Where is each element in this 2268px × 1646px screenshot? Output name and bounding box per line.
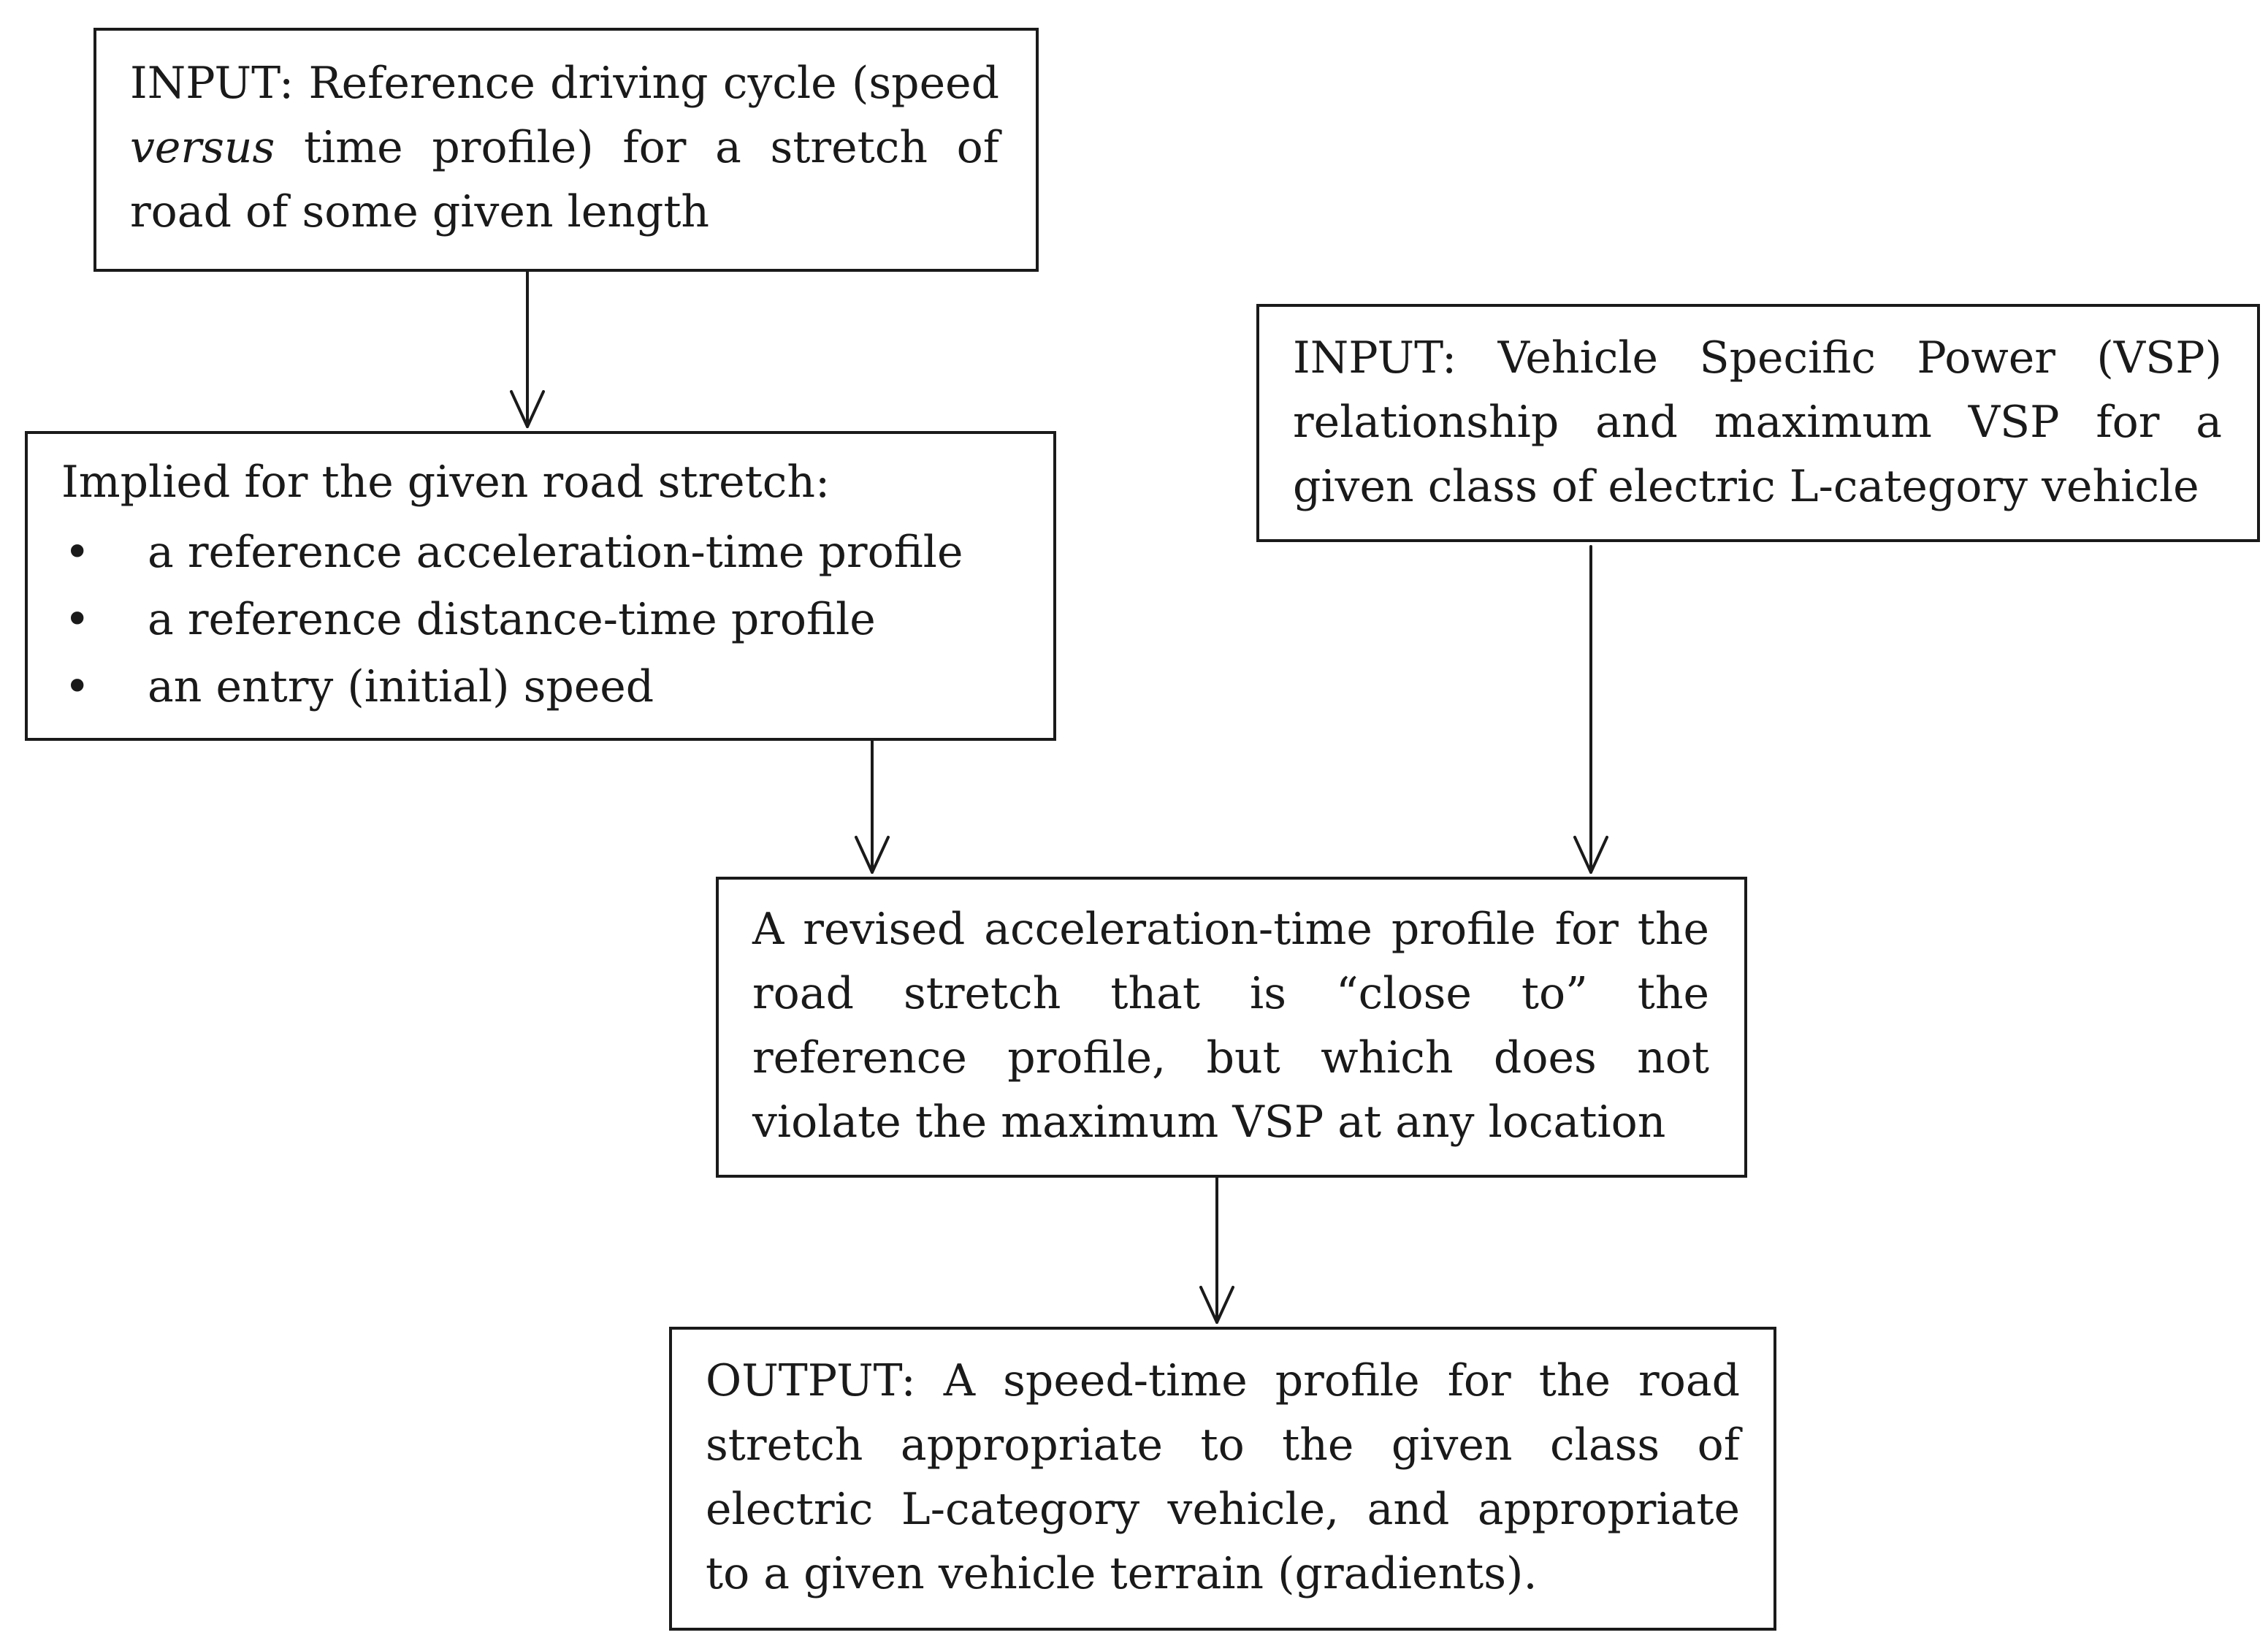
implied-road-stretch-box: Implied for the given road stretch: • a r… xyxy=(25,431,1056,741)
input-vsp-box: INPUT: Vehicle Specific Power (VSP) rela… xyxy=(1256,304,2260,542)
input-driving-cycle-text-part1: INPUT: Reference driving cycle (speed xyxy=(130,58,999,109)
input-driving-cycle-text-part2: time profile) for a stretch of road of s… xyxy=(130,122,999,237)
output-speed-profile-text: OUTPUT: A speed-time profile for the roa… xyxy=(706,1355,1740,1599)
bullet-icon: • xyxy=(64,594,91,645)
implied-bullet-text: a reference acceleration-time profile xyxy=(148,527,963,578)
revised-profile-text: A revised acceleration-time profile for … xyxy=(752,904,1709,1148)
bullet-icon: • xyxy=(64,661,91,712)
input-vsp-text: INPUT: Vehicle Specific Power (VSP) rela… xyxy=(1293,332,2222,512)
output-speed-profile-box: OUTPUT: A speed-time profile for the roa… xyxy=(669,1327,1776,1631)
implied-bullet-list: • a reference acceleration-time profile •… xyxy=(61,519,963,720)
bullet-icon: • xyxy=(64,527,91,578)
input-driving-cycle-italic: versus xyxy=(130,122,275,173)
arrow-input-vsp-to-revised xyxy=(1573,545,1608,874)
implied-bullet-text: a reference distance-time profile xyxy=(148,594,876,645)
revised-profile-box: A revised acceleration-time profile for … xyxy=(716,877,1747,1178)
implied-heading: Implied for the given road stretch: xyxy=(61,457,831,508)
arrow-input-cycle-to-implied xyxy=(510,270,545,428)
implied-bullet-text: an entry (initial) speed xyxy=(148,661,654,712)
input-driving-cycle-box: INPUT: Reference driving cycle (speed ve… xyxy=(93,28,1039,272)
implied-bullet-item: • a reference acceleration-time profile xyxy=(61,519,963,586)
input-driving-cycle-text: INPUT: Reference driving cycle (speed ve… xyxy=(130,51,999,244)
implied-bullet-item: • a reference distance-time profile xyxy=(61,586,963,653)
implied-bullet-item: • an entry (initial) speed xyxy=(61,653,963,720)
arrow-revised-to-output xyxy=(1199,1176,1234,1324)
arrow-implied-to-revised xyxy=(855,739,890,874)
